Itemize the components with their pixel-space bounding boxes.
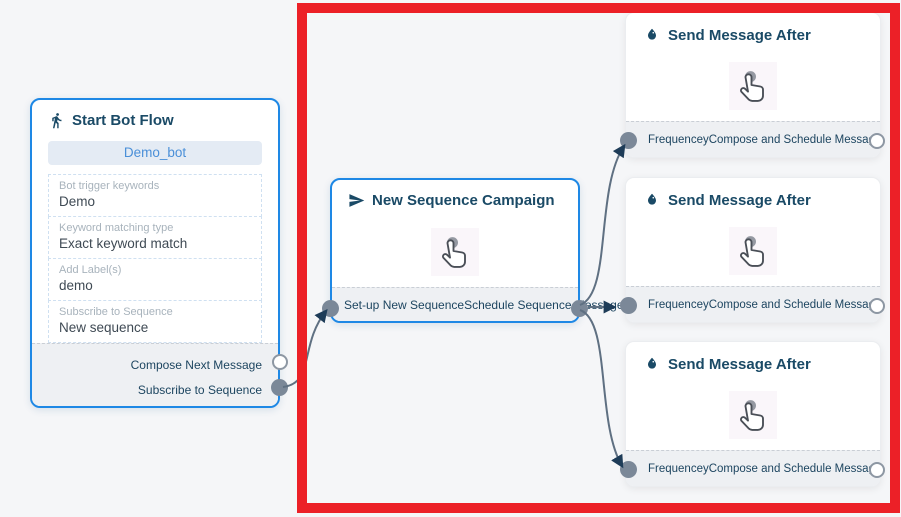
input-frequency: Frequencey	[648, 298, 709, 311]
port-compose-and-schedule-message[interactable]	[869, 462, 885, 478]
tap-cursor-icon[interactable]	[729, 390, 777, 439]
sequence-node-header: New Sequence Campaign	[332, 180, 578, 217]
tap-cursor-icon[interactable]	[729, 226, 777, 275]
edge-start-to-sequence	[282, 308, 328, 388]
field-label: Subscribe to Sequence	[59, 305, 173, 318]
field-add-labels[interactable]: Add Label(s) demo	[48, 257, 262, 301]
start-node-fields: Bot trigger keywords Demo Keyword matchi…	[48, 173, 262, 343]
send-node-header: Send Message After	[626, 342, 880, 379]
water-drop-icon	[644, 192, 661, 209]
water-drop-icon	[644, 356, 661, 373]
port-compose-next-message[interactable]	[272, 354, 288, 370]
output-subscribe-to-sequence: Subscribe to Sequence	[137, 382, 262, 397]
output-compose-and-schedule-message: Compose and Schedule Message	[708, 133, 882, 146]
start-node-footer: Compose Next Message Subscribe to Sequen…	[32, 342, 278, 406]
output-compose-next-message: Compose Next Message	[130, 357, 262, 372]
output-schedule-sequence-message: Schedule Sequence Message	[464, 297, 624, 312]
send-message-after-node-2[interactable]: Send Message After Frequencey Compose an…	[620, 177, 885, 323]
output-compose-and-schedule-message: Compose and Schedule Message	[708, 298, 882, 311]
node-title: Send Message After	[668, 356, 811, 373]
field-label: Add Label(s)	[59, 263, 122, 276]
field-label: Bot trigger keywords	[59, 179, 160, 192]
port-frequency[interactable]	[620, 461, 637, 478]
send-message-after-node-3[interactable]: Send Message After Frequencey Compose an…	[620, 341, 885, 487]
sequence-node-footer: Set-up New Sequence Schedule Sequence Me…	[332, 287, 624, 321]
node-title: Send Message After	[668, 27, 811, 44]
port-setup-new-sequence[interactable]	[322, 300, 339, 317]
send-node-footer: Frequencey Compose and Schedule Message	[626, 121, 882, 157]
port-subscribe-to-sequence[interactable]	[271, 379, 288, 396]
send-node-footer: Frequencey Compose and Schedule Message	[626, 286, 882, 322]
bot-name-button[interactable]: Demo_bot	[48, 141, 262, 165]
port-frequency[interactable]	[620, 132, 637, 149]
send-node-header: Send Message After	[626, 178, 880, 215]
start-bot-flow-node[interactable]: Start Bot Flow Demo_bot Bot trigger keyw…	[30, 98, 288, 408]
port-schedule-sequence-message[interactable]	[571, 300, 588, 317]
send-node-footer: Frequencey Compose and Schedule Message	[626, 450, 882, 486]
start-node-header: Start Bot Flow	[32, 100, 278, 137]
send-icon	[348, 192, 365, 209]
edge-sequence-to-send-3	[579, 309, 624, 469]
water-drop-icon	[644, 27, 661, 44]
port-compose-and-schedule-message[interactable]	[869, 298, 885, 314]
new-sequence-campaign-node[interactable]: New Sequence Campaign Set-up New Sequenc…	[322, 178, 624, 323]
field-subscribe-to-sequence[interactable]: Subscribe to Sequence New sequence	[48, 299, 262, 343]
port-compose-and-schedule-message[interactable]	[869, 133, 885, 149]
node-title: Send Message After	[668, 192, 811, 209]
input-frequency: Frequencey	[648, 462, 709, 475]
node-title: Start Bot Flow	[72, 112, 174, 129]
field-keyword-matching-type[interactable]: Keyword matching type Exact keyword matc…	[48, 215, 262, 259]
field-value: demo	[59, 277, 93, 293]
output-compose-and-schedule-message: Compose and Schedule Message	[708, 462, 882, 475]
field-value: Demo	[59, 193, 96, 209]
field-value: New sequence	[59, 319, 149, 335]
output-setup-new-sequence: Set-up New Sequence	[344, 297, 465, 312]
walking-person-icon	[48, 112, 65, 129]
tap-cursor-icon[interactable]	[431, 228, 479, 276]
edge-sequence-to-send-1	[579, 143, 626, 306]
port-frequency[interactable]	[620, 297, 637, 314]
send-message-after-node-1[interactable]: Send Message After Frequencey Compose an…	[620, 12, 885, 158]
tap-cursor-icon[interactable]	[729, 61, 777, 110]
node-title: New Sequence Campaign	[372, 192, 555, 209]
field-value: Exact keyword match	[59, 235, 188, 251]
field-label: Keyword matching type	[59, 221, 174, 234]
field-bot-trigger-keywords[interactable]: Bot trigger keywords Demo	[48, 173, 262, 217]
send-node-header: Send Message After	[626, 13, 880, 50]
input-frequency: Frequencey	[648, 133, 709, 146]
